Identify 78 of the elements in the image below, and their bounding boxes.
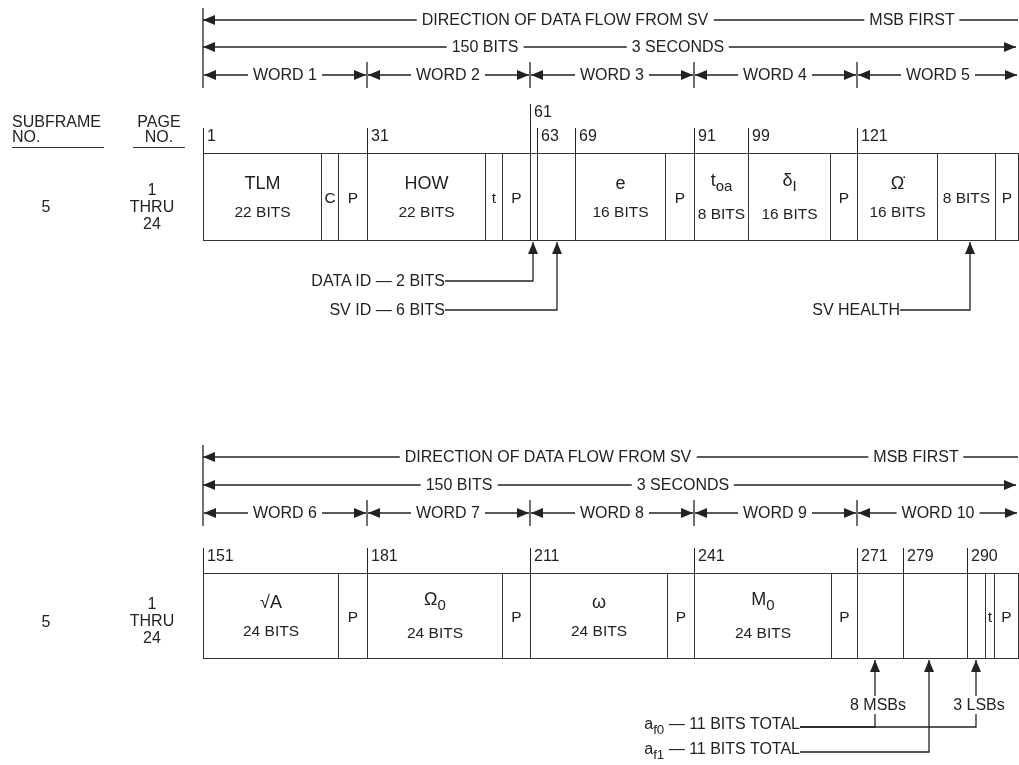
edge-label: 8 MSBs — [847, 696, 909, 714]
leader-line — [444, 241, 538, 282]
field-label: Ω$_{0}$ — [424, 591, 446, 613]
edge-label: 3 LSBs — [950, 696, 1008, 714]
bit-number: 31 — [367, 128, 389, 154]
bit-number: 279 — [903, 548, 934, 574]
bit-number: 69 — [575, 128, 597, 154]
leader-line — [444, 241, 562, 311]
page-range: 1 THRU 24 — [129, 594, 175, 646]
bit-number: 1 — [203, 128, 216, 154]
bit-count: 24 BITS — [735, 623, 791, 641]
bit-field — [502, 573, 531, 659]
column-heading: PAGE NO. — [133, 114, 185, 148]
field-label: P — [839, 607, 850, 625]
bit-count: 22 BITS — [398, 202, 455, 220]
subframe-number: 5 — [41, 198, 51, 216]
field-label: e — [615, 174, 626, 192]
bit-count: 16 BITS — [592, 202, 649, 220]
field-label: M$_{0}$ — [751, 591, 775, 613]
bit-count: 24 BITS — [407, 623, 463, 641]
field-label: P — [347, 188, 359, 206]
bit-field — [665, 153, 695, 241]
leader-text: SV HEALTH — [812, 301, 900, 319]
bit-number: 63 — [537, 128, 559, 154]
leader-line — [799, 659, 934, 753]
bit-field — [994, 573, 1019, 659]
field-label: P — [1001, 188, 1013, 206]
leader-text: a$_{f0}$ — 11 BITS TOTAL — [644, 715, 800, 739]
bit-field — [338, 153, 368, 241]
field-label: P — [674, 188, 686, 206]
field-label: 8 BITS — [942, 188, 991, 206]
page-range: 1 THRU 24 — [129, 180, 175, 232]
bit-field — [667, 573, 695, 659]
leader-text: DATA ID — 2 BITS — [311, 272, 445, 290]
field-label: C — [324, 188, 336, 206]
field-label: t$_{oa}$ — [710, 172, 733, 194]
field-label: P — [1001, 607, 1012, 625]
bit-number: 241 — [694, 548, 725, 574]
leader-text: a$_{f1}$ — 11 BITS TOTAL — [644, 740, 800, 764]
bit-field — [995, 153, 1019, 241]
subframe-number: 5 — [41, 613, 51, 631]
bit-number: 211 — [530, 548, 560, 574]
field-label: t — [491, 188, 497, 206]
bit-count: 24 BITS — [243, 621, 299, 639]
bit-count: 8 BITS — [697, 204, 746, 222]
bit-number: 271 — [857, 548, 888, 574]
field-label: P — [511, 188, 522, 206]
column-heading: SUBFRAME NO. — [12, 114, 104, 148]
bit-number: 181 — [367, 548, 398, 574]
field-label: δ$_{I}$ — [782, 172, 797, 194]
bit-field — [321, 153, 339, 241]
field-label: Ω̇ — [890, 174, 905, 192]
bit-field — [830, 153, 858, 241]
field-label: TLM — [244, 174, 281, 192]
bit-count: 16 BITS — [869, 202, 926, 220]
bit-field — [937, 153, 996, 241]
bit-field — [831, 573, 858, 659]
field-label: P — [838, 188, 850, 206]
field-label: P — [675, 607, 687, 625]
leader-line — [899, 241, 975, 311]
bit-field — [502, 153, 531, 241]
bit-number: 99 — [748, 128, 770, 154]
field-label: ω — [591, 593, 607, 611]
field-label: P — [511, 607, 522, 625]
bit-field — [485, 153, 503, 241]
leader-text: SV ID — 6 BITS — [329, 301, 445, 319]
bit-number: 151 — [203, 548, 234, 574]
leader-line — [799, 659, 981, 728]
bit-field — [338, 573, 368, 659]
bit-count: 24 BITS — [571, 621, 627, 639]
field-label: t — [987, 607, 993, 625]
bit-number: 91 — [694, 128, 716, 154]
bit-number: 121 — [857, 128, 888, 154]
bit-count: 16 BITS — [761, 204, 818, 222]
bit-count: 22 BITS — [234, 202, 291, 220]
field-label: P — [347, 607, 359, 625]
field-label: √A — [260, 593, 282, 611]
field-label: HOW — [404, 174, 449, 192]
